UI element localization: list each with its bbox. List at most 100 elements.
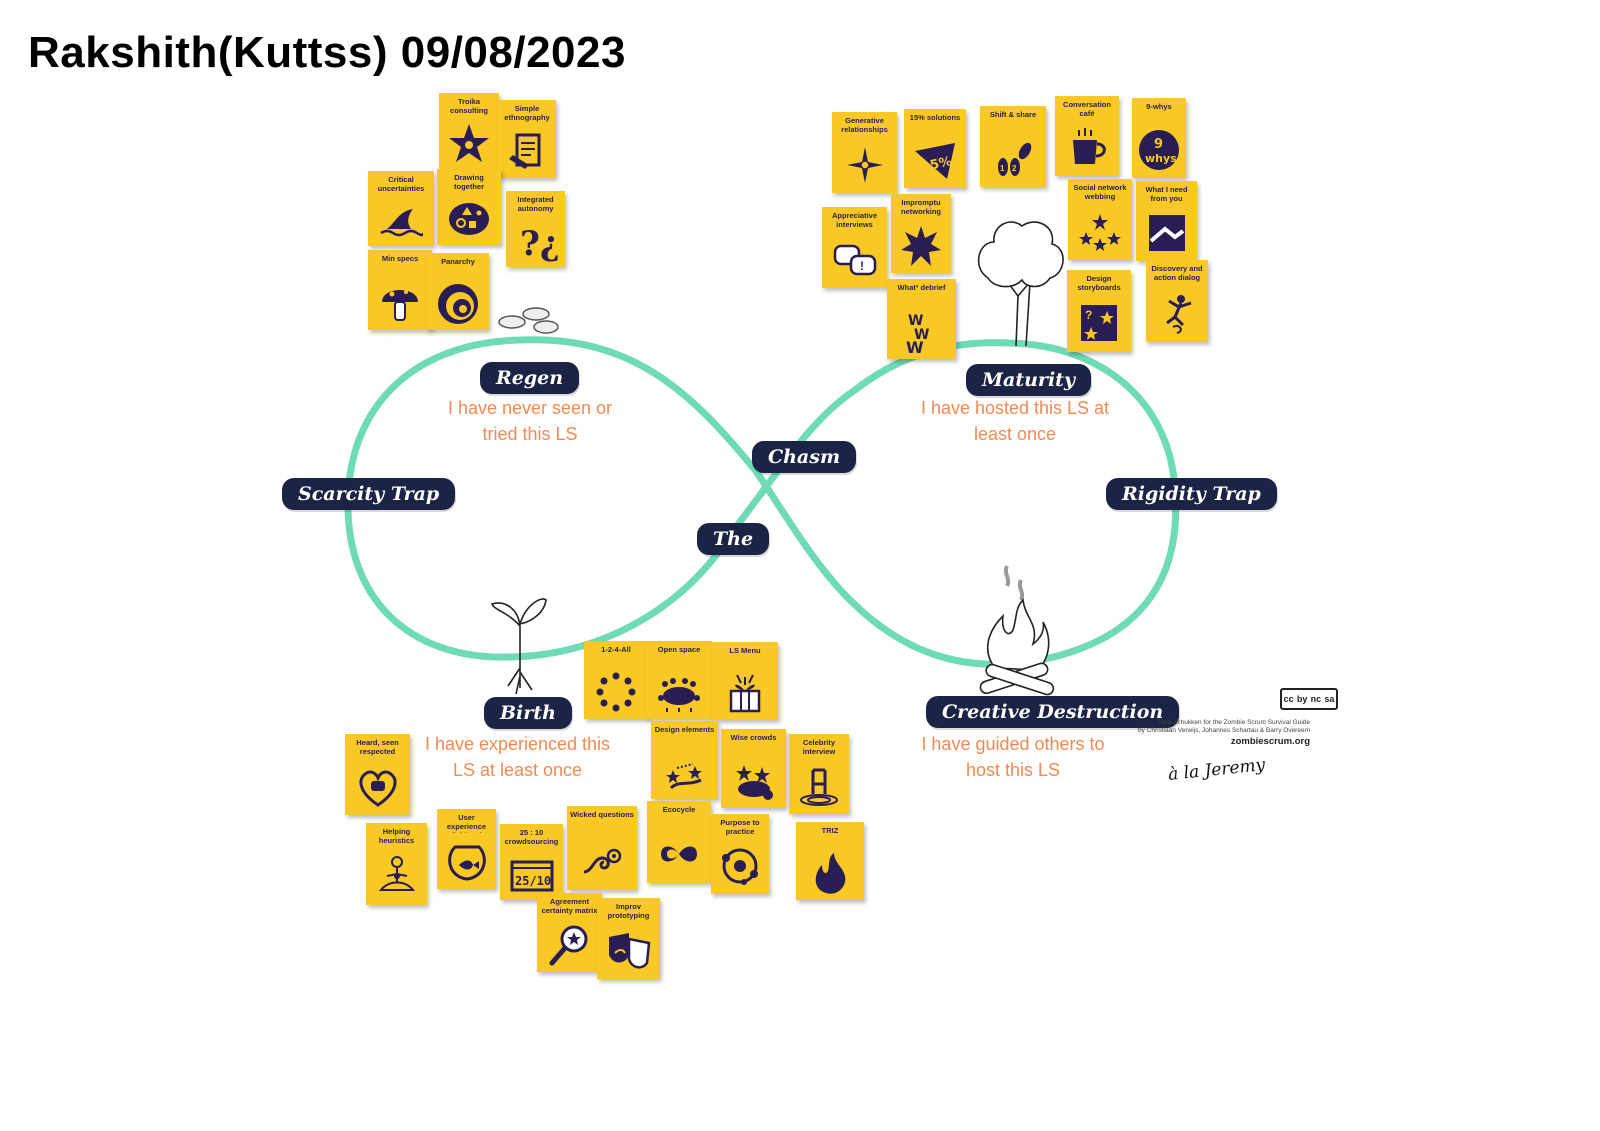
- credits: Thea Schukken for the Zombie Scrum Survi…: [1120, 719, 1310, 746]
- card-15-percent-solutions[interactable]: 15% solutions 15%: [904, 109, 966, 188]
- card-ls-menu[interactable]: LS Menu: [712, 642, 778, 720]
- card-label: What³ debrief: [897, 283, 946, 292]
- card-social-network-webbing[interactable]: Social network webbing: [1068, 179, 1132, 260]
- card-purpose-to-practice[interactable]: Purpose to practice: [711, 814, 769, 894]
- card-design-elements[interactable]: Design elements: [651, 721, 718, 799]
- svg-text:W: W: [908, 313, 923, 329]
- svg-text:1: 1: [1000, 164, 1005, 173]
- circle-people-icon: [658, 678, 700, 712]
- notepad-icon: [509, 133, 541, 169]
- card-design-storyboards[interactable]: Design storyboards ?: [1067, 270, 1131, 352]
- card-integrated-autonomy[interactable]: Integrated autonomy ?¿: [506, 191, 565, 267]
- card-label: Appreciative interviews: [831, 211, 878, 229]
- coffee-cup-icon: [1073, 128, 1106, 164]
- card-triz[interactable]: TRIZ: [796, 822, 864, 900]
- chasm-label: Chasm: [752, 441, 857, 473]
- masks-icon: [608, 932, 650, 969]
- card-label: Impromptu networking: [900, 198, 941, 216]
- card-1-2-4-all[interactable]: 1-2-4-All: [584, 641, 648, 719]
- hands-icon: [665, 763, 702, 790]
- dots-circle-icon: [596, 672, 636, 712]
- mushroom-icon: [382, 290, 418, 321]
- card-wicked-questions[interactable]: Wicked questions: [567, 806, 637, 890]
- card-impromptu-networking[interactable]: Impromptu networking: [891, 194, 951, 273]
- card-heard-seen-respected[interactable]: Heard, seen respected: [345, 734, 410, 815]
- credits-line-1: Thea Schukken for the Zombie Scrum Survi…: [1156, 719, 1310, 726]
- svg-text:?¿: ?¿: [520, 224, 558, 263]
- campfire-illustration: [979, 565, 1055, 696]
- svg-text:25/10: 25/10: [515, 874, 551, 888]
- card-label: Shift & share: [989, 110, 1037, 119]
- chair-icon: [800, 768, 838, 806]
- card-improv-prototyping[interactable]: Improv prototyping: [597, 898, 660, 979]
- card-label: Improv prototyping: [607, 902, 650, 920]
- card-label: Wicked questions: [570, 810, 634, 819]
- card-open-space[interactable]: Open space: [646, 641, 712, 719]
- heart-icon: [359, 770, 396, 807]
- card-label: Design storyboards: [1077, 274, 1121, 292]
- scoreboard-icon: 25/10: [510, 860, 553, 892]
- card-appreciative-interviews[interactable]: Appreciative interviews !: [822, 207, 887, 288]
- card-drawing-together[interactable]: Drawing together: [437, 169, 501, 245]
- card-label: Discovery and action dialog: [1151, 264, 1203, 282]
- svg-text:!: !: [860, 259, 864, 273]
- card-label: 1-2-4-All: [601, 645, 631, 654]
- card-label: Integrated autonomy: [517, 195, 554, 213]
- card-label: 9-whys: [1146, 102, 1172, 111]
- card-what-i-need-from-you[interactable]: What I need from you: [1136, 181, 1197, 261]
- card-simple-ethnography[interactable]: Simple ethnography: [498, 100, 556, 178]
- fifteen-percent-icon: 15%: [915, 142, 955, 179]
- card-label: Social network webbing: [1073, 183, 1127, 201]
- card-label: LS Menu: [729, 646, 761, 655]
- card-label: Min specs: [381, 254, 419, 263]
- maturity-description: I have hosted this LS at least once: [920, 398, 1110, 444]
- card-wise-crowds[interactable]: Wise crowds: [721, 729, 786, 808]
- spiral-icon: [438, 283, 478, 324]
- card-label: 25 : 10 crowdsourcing: [504, 828, 559, 846]
- credits-line-2: by Christiaan Verwijs, Johannes Schartau…: [1138, 727, 1310, 734]
- card-helping-heuristics[interactable]: Helping heuristics: [366, 823, 427, 905]
- card-discovery-action-dialog[interactable]: Discovery and action dialog: [1146, 260, 1208, 342]
- card-agreement-certainty-matrix[interactable]: Agreement certainty matrix: [537, 893, 602, 972]
- card-critical-uncertainties[interactable]: Critical uncertainties: [368, 171, 434, 246]
- pebbles-illustration: [498, 307, 559, 334]
- card-conversation-cafe[interactable]: Conversation café: [1055, 96, 1119, 176]
- card-label: Purpose to practice: [720, 818, 760, 836]
- regen-description: I have never seen or tried this LS: [447, 398, 613, 444]
- speech-bubbles-icon: !: [833, 244, 876, 275]
- card-label: Heard, seen respected: [356, 738, 399, 756]
- creative-destruction-label: Creative Destruction: [926, 696, 1180, 728]
- maturity-label: Maturity: [966, 364, 1091, 396]
- svg-text:whys: whys: [1145, 152, 1177, 165]
- shark-fin-icon: [380, 208, 423, 236]
- card-generative-relationships[interactable]: Generative relationships: [832, 112, 897, 193]
- card-ux-fishbowl[interactable]: User experience fishbowl: [437, 809, 496, 889]
- card-label: Conversation café: [1063, 100, 1111, 118]
- storyboard-icon: ?: [1081, 305, 1117, 341]
- fishbowl-icon: [447, 845, 486, 881]
- card-troika-consulting[interactable]: Troika consulting: [439, 93, 499, 169]
- card-ecocycle[interactable]: Ecocycle: [647, 801, 711, 883]
- svg-text:?: ?: [1085, 308, 1092, 322]
- card-panarchy[interactable]: Panarchy: [427, 253, 489, 330]
- card-label: 15% solutions: [909, 113, 961, 122]
- meditating-person-icon: [378, 856, 415, 891]
- gift-box-icon: [729, 674, 761, 713]
- stars-network-icon: [1079, 213, 1121, 251]
- card-25-10-crowdsourcing[interactable]: 25 : 10 crowdsourcing 25/10: [500, 824, 563, 900]
- infinity-icon: [661, 846, 697, 862]
- page-title: Rakshith(Kuttss) 09/08/2023: [28, 28, 626, 77]
- magnifier-icon: [549, 925, 587, 965]
- card-label: Panarchy: [441, 257, 475, 266]
- sprout-illustration: [490, 598, 547, 695]
- card-celebrity-interview[interactable]: Celebrity interview: [789, 734, 849, 814]
- svg-text:15%: 15%: [920, 154, 954, 175]
- card-label: Ecocycle: [662, 805, 696, 814]
- card-min-specs[interactable]: Min specs: [368, 250, 432, 330]
